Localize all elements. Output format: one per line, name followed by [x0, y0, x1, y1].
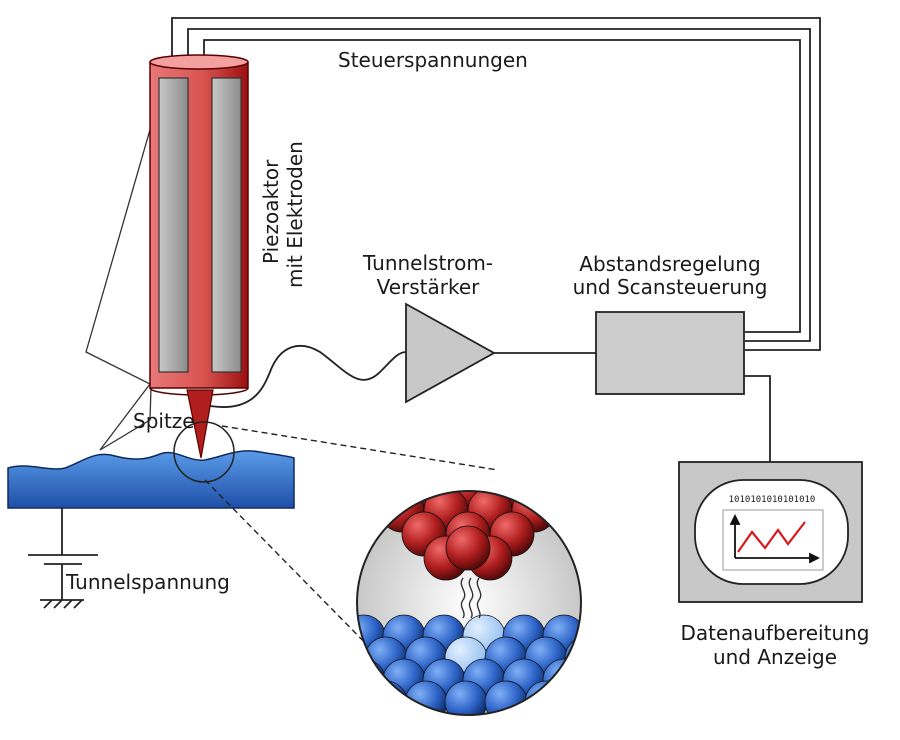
piezo-actuator	[149, 54, 249, 396]
label-piezo-line1: Piezoaktor	[259, 159, 283, 264]
sample-atom	[623, 659, 665, 701]
atomic-zoom	[356, 490, 665, 723]
label-controller-line1: Abstandsregelung	[579, 252, 760, 276]
sample-atom	[444, 680, 488, 715]
sample-atom	[605, 681, 647, 723]
sample-atom	[623, 615, 665, 657]
sample-atom	[364, 680, 408, 715]
sample	[7, 450, 295, 509]
control-voltage-wires	[171, 17, 821, 351]
display-signal-line	[737, 521, 806, 553]
sample-atom	[404, 680, 448, 715]
zoom-lines	[204, 425, 499, 661]
amplifier	[405, 302, 596, 404]
sample-atom	[583, 659, 625, 701]
label-piezo: Piezoaktor	[259, 159, 283, 264]
label-amplifier-line1: Tunnelstrom-	[362, 251, 493, 275]
bias-circuit	[28, 508, 98, 609]
label-display-line1: Datenaufbereitung	[681, 621, 870, 645]
display-wire	[744, 375, 771, 462]
tip-atom	[533, 491, 579, 511]
sample-atom	[605, 637, 647, 679]
tip-atom	[445, 525, 491, 571]
tip-atom	[357, 491, 403, 511]
controller-box	[595, 311, 745, 395]
signal-wire	[209, 344, 407, 408]
electrode-left	[158, 77, 189, 373]
electrode-right	[211, 77, 242, 373]
scan-cone	[85, 94, 161, 451]
tunnel-current-wisps	[460, 577, 482, 619]
sample-atom	[583, 615, 625, 657]
label-piezo-line2: mit Elektroden	[283, 141, 307, 288]
label-display-line2: und Anzeige	[713, 645, 837, 669]
label-steuerspannungen: Steuerspannungen	[338, 48, 528, 72]
display-graph	[729, 513, 821, 564]
sample-atom	[524, 680, 568, 715]
screen-binary: 1010101010101010	[729, 495, 816, 505]
display-monitor	[678, 461, 863, 603]
label-spitze: Spitze	[133, 409, 195, 433]
zoom-marker	[173, 421, 235, 483]
label-piezo-2: mit Elektroden	[283, 141, 307, 288]
label-controller-line2: und Scansteuerung	[573, 275, 768, 299]
sample-atom	[564, 636, 581, 680]
label-amplifier-line2: Verstärker	[377, 275, 481, 299]
sample-atom	[564, 680, 581, 715]
label-tunnelspannung: Tunnelspannung	[65, 570, 230, 594]
ground-hatch	[43, 599, 53, 609]
sample-atom	[357, 658, 386, 702]
